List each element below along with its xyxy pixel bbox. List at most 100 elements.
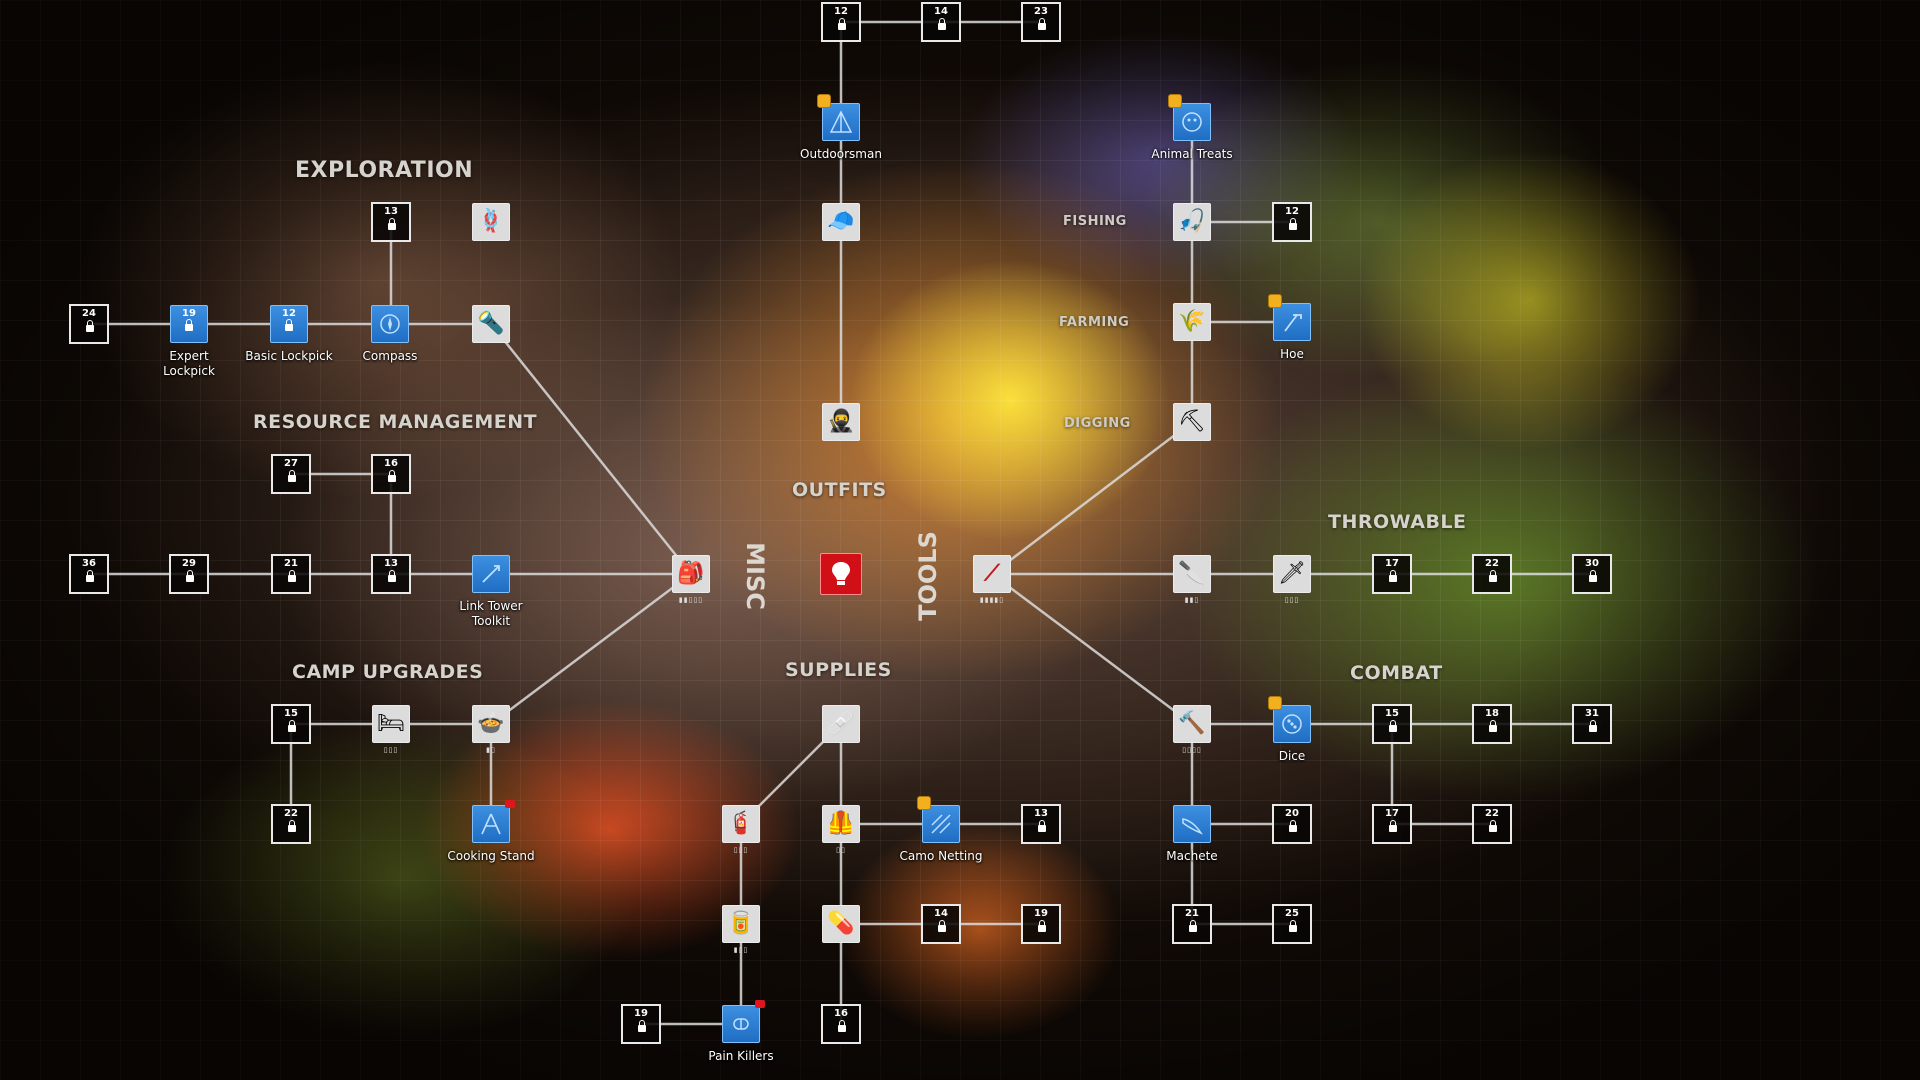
outfit-icon: 🥷 bbox=[827, 409, 855, 434]
locked-node[interactable]: 20 bbox=[1272, 804, 1312, 844]
skill-node-flashlight[interactable]: 🔦 bbox=[472, 305, 510, 343]
padlock-icon bbox=[288, 470, 296, 482]
level-requirement: 13 bbox=[384, 558, 398, 569]
locked-node[interactable]: 22 bbox=[271, 804, 311, 844]
locked-node[interactable]: 15 bbox=[1372, 704, 1412, 744]
locked-node[interactable]: 13 bbox=[371, 202, 411, 242]
locked-node[interactable]: 29 bbox=[169, 554, 209, 594]
category-supplies: SUPPLIES bbox=[785, 659, 892, 681]
locked-node[interactable]: 22 bbox=[1472, 554, 1512, 594]
skill-node-bandage[interactable]: 🩹 bbox=[822, 705, 860, 743]
level-requirement: 12 bbox=[282, 308, 296, 319]
subcategory-farming: FARMING bbox=[1059, 315, 1130, 330]
locked-node[interactable]: 12 bbox=[1272, 202, 1312, 242]
level-requirement: 17 bbox=[1385, 808, 1399, 819]
skill-node-shovel[interactable]: ⛏ bbox=[1173, 403, 1211, 441]
blueprint-node-camo-netting[interactable]: Camo Netting bbox=[900, 796, 982, 863]
skill-node-claw[interactable]: 🗡▯▯▯ bbox=[1273, 555, 1311, 604]
cooking-stand-blueprint-icon bbox=[481, 813, 501, 835]
locked-node[interactable]: 27 bbox=[271, 454, 311, 494]
upgrade-pips: ▮▮▮▮▯ bbox=[979, 596, 1005, 604]
blueprint-node-dice[interactable]: Dice bbox=[1268, 696, 1311, 763]
blueprint-node-compass[interactable]: Compass bbox=[363, 305, 417, 363]
padlock-icon bbox=[388, 470, 396, 482]
skill-node-cooking-pot[interactable]: 🍲▮▯ bbox=[472, 705, 510, 754]
locked-node[interactable]: 22 bbox=[1472, 804, 1512, 844]
locked-node[interactable]: 21 bbox=[1172, 904, 1212, 944]
center-node-lightbulb[interactable] bbox=[820, 553, 862, 595]
skill-node-canister[interactable]: 🥫▮▯▯ bbox=[722, 905, 760, 954]
skill-node-pills[interactable]: 💊 bbox=[822, 905, 860, 943]
skill-node-cap[interactable]: 🧢 bbox=[822, 203, 860, 241]
sleeping-bag-icon: 🛏 bbox=[377, 711, 405, 736]
locked-node[interactable]: 13 bbox=[1021, 804, 1061, 844]
locked-node[interactable]: 36 bbox=[69, 554, 109, 594]
level-requirement: 36 bbox=[82, 558, 96, 569]
blueprint-node-machete[interactable]: Machete bbox=[1166, 805, 1218, 863]
level-requirement: 14 bbox=[934, 908, 948, 919]
skill-node-crowbar[interactable]: ⟋▮▮▮▮▯ bbox=[973, 555, 1011, 604]
padlock-icon bbox=[288, 570, 296, 582]
padlock-icon bbox=[1489, 570, 1497, 582]
skill-node-hammer[interactable]: 🔨▯▯▯▯ bbox=[1173, 705, 1211, 754]
animal-treats-blueprint-icon bbox=[1182, 112, 1202, 132]
category-throwable: THROWABLE bbox=[1328, 511, 1467, 533]
locked-node[interactable]: 14 bbox=[921, 904, 961, 944]
machete-blueprint-icon bbox=[1182, 818, 1203, 835]
locked-node[interactable]: 17 bbox=[1372, 554, 1412, 594]
locked-node[interactable]: 19 bbox=[1021, 904, 1061, 944]
blueprint-node-link-tower-toolkit[interactable]: Link Tower Toolkit bbox=[459, 555, 523, 628]
node-label: Pain Killers bbox=[708, 1049, 774, 1063]
hammer-icon: 🔨 bbox=[1178, 711, 1206, 736]
locked-node[interactable]: 15 bbox=[271, 704, 311, 744]
skill-node-outfit[interactable]: 🥷 bbox=[822, 403, 860, 441]
level-requirement: 16 bbox=[384, 458, 398, 469]
locked-node[interactable]: 21 bbox=[271, 554, 311, 594]
locked-node[interactable]: 23 bbox=[1021, 2, 1061, 42]
padlock-icon bbox=[1038, 920, 1046, 932]
skill-node-medkit[interactable]: 🧯▯▯▯ bbox=[722, 805, 760, 854]
blueprint-node-animal-treats[interactable]: Animal Treats bbox=[1151, 94, 1233, 161]
blueprint-node-pain-killers[interactable]: Pain Killers bbox=[708, 1000, 774, 1063]
locked-node[interactable]: 18 bbox=[1472, 704, 1512, 744]
skill-node-seed-bag[interactable]: 🌾 bbox=[1173, 303, 1211, 341]
upgrade-pips: ▮▯ bbox=[486, 746, 496, 754]
upgrade-pips: ▮▯▯ bbox=[733, 946, 749, 954]
level-requirement: 13 bbox=[384, 206, 398, 217]
blueprint-node-outdoorsman[interactable]: Outdoorsman bbox=[800, 94, 882, 161]
padlock-icon bbox=[1489, 820, 1497, 832]
locked-node[interactable]: 24 bbox=[69, 304, 109, 344]
blueprint-node-hoe[interactable]: Hoe bbox=[1268, 294, 1311, 361]
locked-node[interactable]: 14 bbox=[921, 2, 961, 42]
blueprint-node-expert-lockpick[interactable]: 19 Expert Lockpick bbox=[163, 305, 215, 378]
locked-node[interactable]: 13 bbox=[371, 554, 411, 594]
thumbs-up-badge-icon bbox=[1268, 696, 1282, 710]
skill-node-rope[interactable]: 🪢 bbox=[472, 203, 510, 241]
compass-blueprint-icon bbox=[380, 314, 400, 334]
locked-node[interactable]: 25 bbox=[1272, 904, 1312, 944]
level-requirement: 18 bbox=[1485, 708, 1499, 719]
locked-node[interactable]: 17 bbox=[1372, 804, 1412, 844]
locked-node[interactable]: 16 bbox=[371, 454, 411, 494]
node-label: Expert Lockpick bbox=[163, 349, 215, 378]
skill-node-fishing-rod[interactable]: 🎣 bbox=[1173, 203, 1211, 241]
locked-node[interactable]: 31 bbox=[1572, 704, 1612, 744]
locked-node[interactable]: 30 bbox=[1572, 554, 1612, 594]
padlock-icon bbox=[638, 1020, 646, 1032]
blueprint-node-cooking-stand[interactable]: Cooking Stand bbox=[447, 800, 535, 863]
node-label: Animal Treats bbox=[1151, 147, 1233, 161]
skill-node-knife[interactable]: 🔪▮▮▯ bbox=[1173, 555, 1211, 604]
level-requirement: 20 bbox=[1285, 808, 1299, 819]
locked-node[interactable]: 12 bbox=[821, 2, 861, 42]
node-label: Machete bbox=[1166, 849, 1218, 863]
padlock-icon bbox=[938, 920, 946, 932]
skill-node-backpack[interactable]: 🎒▮▮▯▯▯ bbox=[672, 555, 710, 604]
locked-node[interactable]: 16 bbox=[821, 1004, 861, 1044]
locked-node[interactable]: 19 bbox=[621, 1004, 661, 1044]
blueprint-node-basic-lockpick[interactable]: 12 Basic Lockpick bbox=[245, 305, 333, 363]
level-requirement: 22 bbox=[1485, 558, 1499, 569]
skill-node-armor[interactable]: 🦺▯▯ bbox=[822, 805, 860, 854]
skill-node-sleeping-bag[interactable]: 🛏▯▯▯ bbox=[372, 705, 410, 754]
thumbs-up-badge-icon bbox=[1168, 94, 1182, 108]
